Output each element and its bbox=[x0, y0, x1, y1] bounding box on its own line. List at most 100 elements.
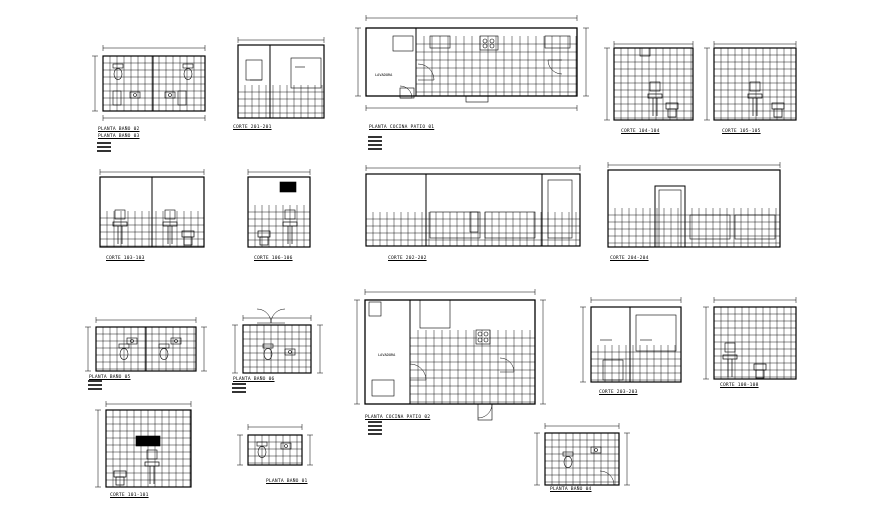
sink-drain bbox=[288, 350, 292, 354]
door-swing bbox=[409, 363, 427, 381]
cocina-02-tiles bbox=[410, 330, 535, 404]
lower-cabinets bbox=[484, 211, 536, 239]
pedestal-sink-elevation bbox=[144, 461, 160, 467]
countertop bbox=[371, 379, 395, 397]
toilet-symbol bbox=[257, 446, 267, 458]
toilet-symbol bbox=[159, 348, 169, 360]
toilet-tank bbox=[562, 451, 574, 457]
caption-planta-bano-03: PLANTA BAÑO 03 bbox=[98, 134, 140, 139]
caption-planta-bano-01: PLANTA BAÑO 01 bbox=[266, 479, 308, 484]
door-frame bbox=[654, 185, 686, 248]
toilet-base bbox=[773, 108, 783, 118]
caption-corte-101: CORTE 101-101 bbox=[110, 493, 149, 498]
mirror bbox=[649, 81, 661, 92]
corte-201-tiles bbox=[238, 85, 324, 118]
sink-drain bbox=[168, 93, 172, 97]
sink-symbol bbox=[280, 442, 292, 450]
window-frame bbox=[290, 57, 322, 89]
toilet-symbol bbox=[263, 348, 273, 360]
corte-101-outline bbox=[105, 409, 192, 488]
caption-planta-cocina-01: PLANTA COCINA PATIO 01 bbox=[369, 125, 435, 130]
toilet-symbol bbox=[119, 348, 129, 360]
burner bbox=[483, 337, 489, 343]
hatched-cabinet bbox=[279, 181, 297, 193]
corte-204-tiles bbox=[608, 208, 780, 247]
caption-corte-108: CORTE 108-108 bbox=[720, 383, 759, 388]
caption-corte-106: CORTE 106-106 bbox=[254, 256, 293, 261]
caption-corte-104: CORTE 104-104 bbox=[621, 129, 660, 134]
storage bbox=[419, 299, 451, 329]
caption-corte-201: CORTE 201-201 bbox=[233, 125, 272, 130]
sink-symbol bbox=[170, 337, 182, 345]
mirror bbox=[164, 209, 176, 220]
toilet-elevation bbox=[257, 230, 271, 238]
caption-corte-204: CORTE 204-204 bbox=[610, 256, 649, 261]
door-swing bbox=[477, 403, 493, 419]
bano-04-tiles bbox=[545, 433, 619, 485]
sink-drain bbox=[284, 444, 288, 448]
caption-planta-bano-02: PLANTA BAÑO 02 bbox=[98, 127, 140, 132]
corte-105-tiles bbox=[714, 48, 796, 120]
toilet-symbol bbox=[563, 456, 573, 468]
pedestal-sink-elevation bbox=[722, 354, 738, 360]
toilet-tank bbox=[158, 343, 170, 349]
door-opening bbox=[547, 179, 573, 239]
toilet-tank bbox=[182, 63, 194, 69]
mirror bbox=[284, 209, 296, 220]
cocina-01-plan-outline bbox=[365, 27, 578, 97]
bano-06-tiles bbox=[243, 325, 311, 373]
bano-01-plan-outline bbox=[247, 434, 303, 466]
toilet-base bbox=[183, 236, 193, 246]
corte-104-outline bbox=[613, 47, 694, 121]
burner bbox=[489, 43, 495, 49]
shower-tray bbox=[112, 90, 122, 106]
toilet-base bbox=[115, 476, 125, 486]
corte-204-outline bbox=[607, 169, 781, 248]
pedestal-sink-elevation bbox=[162, 221, 178, 227]
lavadora-area bbox=[364, 299, 411, 405]
pedestal-sink-elevation bbox=[112, 221, 128, 227]
sink-symbol bbox=[126, 337, 138, 345]
door-swing bbox=[270, 308, 286, 324]
sink-drain bbox=[594, 448, 598, 452]
mirror bbox=[749, 81, 761, 92]
bano-05-tiles bbox=[96, 327, 196, 371]
stove bbox=[475, 329, 491, 345]
caption-corte-103: CORTE 103-103 bbox=[106, 256, 145, 261]
lower-cabinets bbox=[429, 211, 481, 239]
stove bbox=[479, 35, 499, 51]
toilet-base bbox=[755, 369, 765, 379]
burner bbox=[482, 38, 488, 44]
mirror bbox=[114, 209, 126, 220]
lamp bbox=[639, 47, 651, 57]
toilet-base bbox=[259, 236, 269, 246]
toilet-tank bbox=[262, 343, 274, 349]
door-swing bbox=[599, 470, 615, 486]
sink-drain bbox=[174, 339, 178, 343]
mirror bbox=[146, 449, 158, 460]
corte-108-outline bbox=[713, 306, 797, 380]
sink-counter bbox=[368, 301, 382, 317]
door-leaf bbox=[658, 189, 682, 248]
caption-planta-bano-06: PLANTA BAÑO 06 bbox=[233, 377, 275, 382]
corte-101-tiles bbox=[106, 410, 191, 487]
drawer-stack bbox=[469, 211, 479, 233]
window-frame bbox=[635, 314, 677, 352]
cabinet bbox=[602, 359, 624, 381]
corte-105-outline bbox=[713, 47, 797, 121]
corte-201-outline bbox=[237, 44, 325, 119]
lower-cabinets bbox=[734, 214, 776, 240]
caption-planta-cocina-02: PLANTA COCINA PATIO 02 bbox=[365, 415, 431, 420]
caption-planta-bano-05: PLANTA BAÑO 05 bbox=[89, 375, 131, 380]
cabinet bbox=[245, 59, 263, 81]
pedestal-sink-elevation bbox=[282, 221, 298, 227]
sink-symbol bbox=[129, 91, 141, 99]
bano-02-03-plan-outline bbox=[102, 55, 206, 112]
mirror bbox=[724, 342, 736, 353]
door-leaf bbox=[477, 403, 493, 421]
toilet-symbol bbox=[113, 68, 123, 80]
step bbox=[465, 95, 489, 103]
door-swing bbox=[499, 357, 515, 373]
